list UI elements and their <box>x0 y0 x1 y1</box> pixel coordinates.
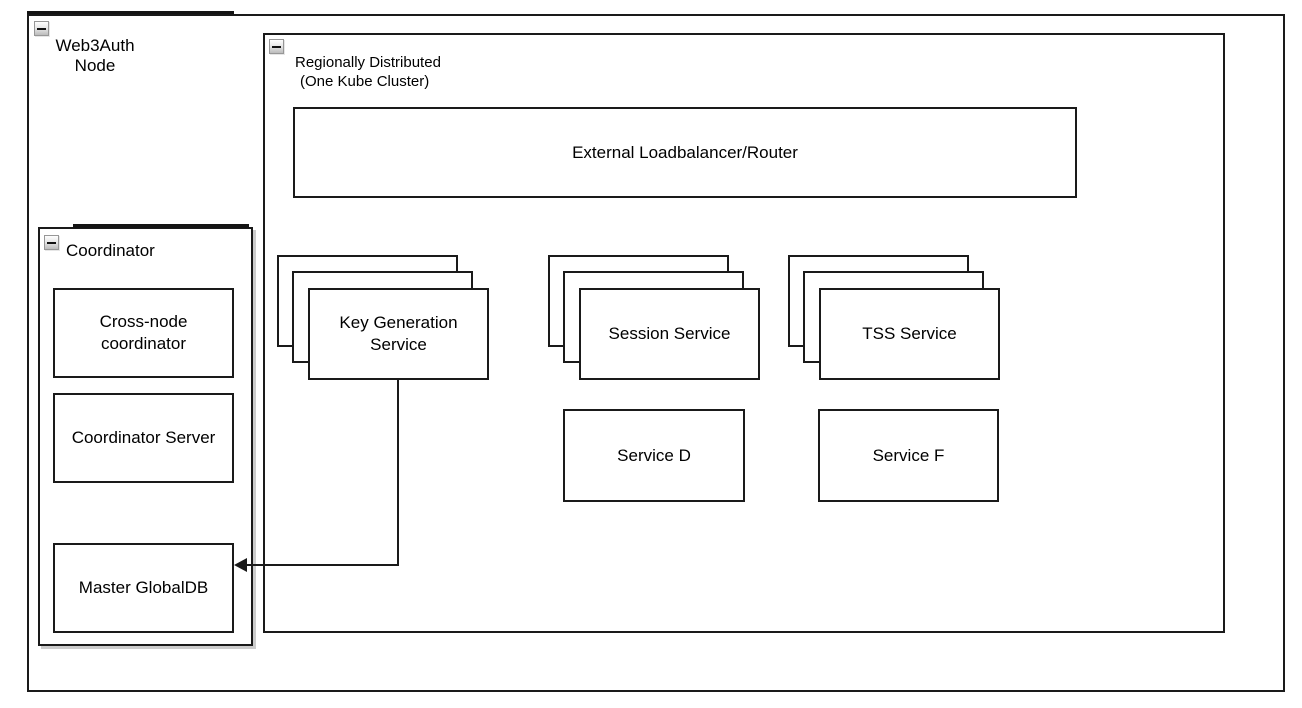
key-gen-label-line2: Service <box>370 335 427 354</box>
node-coordinator-server[interactable]: Coordinator Server <box>53 393 234 483</box>
web3auth-label-line2: Node <box>74 56 116 75</box>
master-globaldb-label: Master GlobalDB <box>78 578 209 597</box>
service-d-label: Service D <box>617 445 691 465</box>
node-tss-service[interactable]: TSS Service <box>819 288 1000 380</box>
arrowhead-left-icon <box>234 558 247 572</box>
web3auth-top-border-accent <box>27 11 234 14</box>
stack-session-service[interactable]: Session Service <box>548 255 760 380</box>
service-f-label: Service F <box>872 445 945 465</box>
web3auth-node-label: Web3Auth Node <box>48 36 142 76</box>
edge-vertical-segment <box>397 379 399 566</box>
collapse-minus-icon <box>37 27 46 30</box>
edge-horizontal-segment <box>246 564 399 566</box>
session-service-label: Session Service <box>608 324 731 343</box>
regional-label-line1: Regionally Distributed <box>295 54 441 71</box>
collapse-button-web3auth[interactable] <box>34 21 49 36</box>
coordinator-label: Coordinator <box>66 241 155 260</box>
node-key-generation-service[interactable]: Key Generation Service <box>308 288 489 380</box>
node-session-service[interactable]: Session Service <box>579 288 760 380</box>
web3auth-label-line1: Web3Auth <box>55 36 135 55</box>
collapse-button-regional[interactable] <box>269 39 284 54</box>
stack-key-generation-service[interactable]: Key Generation Service <box>277 255 489 380</box>
tss-service-label: TSS Service <box>862 324 957 343</box>
node-cross-node-coordinator[interactable]: Cross-node coordinator <box>53 288 234 378</box>
collapse-button-coordinator[interactable] <box>44 235 59 250</box>
node-service-d[interactable]: Service D <box>563 409 745 502</box>
regional-label: Regionally Distributed (One Kube Cluster… <box>295 53 441 91</box>
coordinator-server-label: Coordinator Server <box>71 428 216 447</box>
key-gen-label-line1: Key Generation <box>339 313 458 332</box>
collapse-minus-icon <box>47 241 56 244</box>
node-service-f[interactable]: Service F <box>818 409 999 502</box>
node-master-globaldb[interactable]: Master GlobalDB <box>53 543 234 633</box>
cross-node-label-line2: coordinator <box>100 334 187 353</box>
external-loadbalancer-label: External Loadbalancer/Router <box>572 142 798 162</box>
node-external-loadbalancer[interactable]: External Loadbalancer/Router <box>293 107 1077 198</box>
coordinator-top-border-accent <box>73 224 249 228</box>
regional-label-line2: (One Kube Cluster) <box>300 73 430 90</box>
collapse-minus-icon <box>272 45 281 48</box>
cross-node-label-line1: Cross-node <box>99 312 188 331</box>
stack-tss-service[interactable]: TSS Service <box>788 255 1000 380</box>
